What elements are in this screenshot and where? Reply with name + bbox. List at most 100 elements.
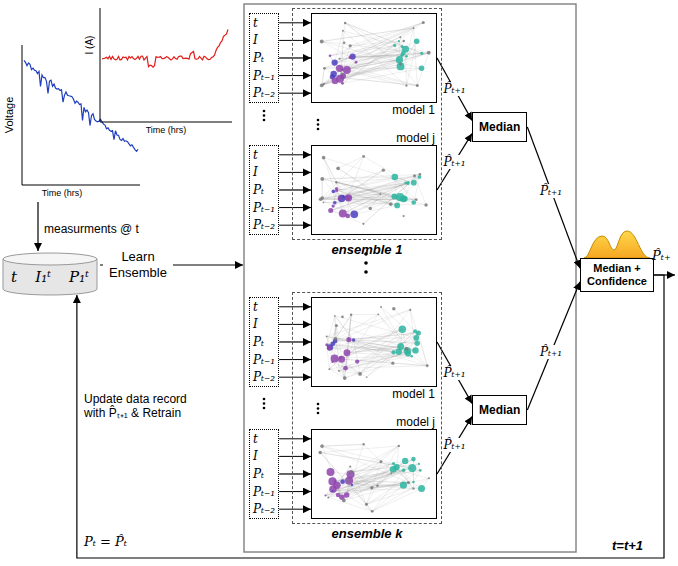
input-feature: I: [253, 165, 275, 179]
edge-label: P̂ₜ₊₁: [442, 155, 466, 169]
network-node: [397, 62, 405, 70]
network-node: [382, 169, 385, 172]
y-axis: [22, 45, 23, 185]
network-node: [350, 210, 358, 218]
network-link: [372, 488, 421, 511]
network-link: [364, 444, 381, 461]
dot: [317, 403, 320, 406]
network-node: [327, 468, 335, 476]
voltage-trace: [24, 60, 138, 151]
network-node: [328, 368, 330, 370]
network-node: [409, 309, 411, 311]
network-link: [347, 353, 412, 356]
learn-arrow: [100, 264, 243, 265]
network-node: [402, 468, 406, 472]
network-node: [342, 499, 346, 503]
network-node: [329, 54, 332, 57]
network-node: [404, 347, 411, 354]
network-node: [422, 21, 425, 24]
network-node: [346, 337, 351, 342]
network-link: [331, 182, 409, 210]
network-node: [343, 41, 345, 43]
network-node: [411, 180, 417, 186]
network-node: [413, 329, 417, 333]
network-node: [407, 481, 410, 484]
network-link: [345, 23, 400, 66]
network-link: [322, 53, 429, 86]
input-feature: Pₜ₋₁: [253, 353, 275, 367]
dot: [263, 119, 266, 122]
input-feature: t: [253, 16, 275, 30]
network-node: [400, 195, 407, 202]
network-node: [338, 370, 340, 372]
dot: [317, 128, 320, 131]
network-node: [416, 84, 419, 87]
network-graph: [312, 298, 436, 386]
input-features-box: tIPₜPₜ₋₁Pₜ₋₂: [249, 13, 279, 103]
network-node: [404, 181, 407, 184]
measurement-arrow: [37, 202, 38, 251]
confidence-distribution: [584, 231, 650, 258]
feature-arrow: [279, 377, 311, 378]
input-feature: Pₜ: [253, 183, 275, 197]
network-node: [340, 479, 345, 484]
network-link: [347, 444, 364, 495]
network-link: [324, 158, 343, 214]
network-node: [320, 177, 324, 181]
model-graph-frame: [311, 429, 437, 519]
input-features-box: tIPₜPₜ₋₁Pₜ₋₂: [249, 429, 279, 519]
network-node: [405, 84, 407, 86]
network-node: [418, 173, 421, 176]
connector: [77, 275, 664, 558]
annotation-label: measurments @ t: [44, 222, 139, 236]
network-link: [343, 174, 420, 196]
network-node: [323, 67, 326, 70]
network-node: [420, 52, 423, 55]
network-node: [332, 490, 334, 492]
annotation-label: I (A): [84, 36, 96, 55]
network-link: [337, 174, 420, 190]
network-node: [345, 477, 353, 485]
network-node: [377, 313, 379, 315]
network-link: [405, 49, 407, 85]
network-node: [335, 189, 338, 192]
network-node: [339, 58, 341, 60]
network-node: [415, 198, 418, 201]
network-node: [371, 510, 374, 513]
feature-arrow: [279, 22, 311, 23]
network-link: [324, 60, 399, 69]
network-link: [415, 176, 427, 205]
network-node: [403, 215, 405, 217]
record-field: t: [11, 268, 17, 286]
feature-arrow: [279, 75, 311, 76]
network-link: [320, 453, 372, 512]
network-link: [331, 210, 364, 223]
network-node: [379, 460, 382, 463]
network-link: [332, 362, 344, 378]
network-link: [402, 46, 429, 52]
edge-label: P̂ₜ₊₁: [442, 366, 466, 380]
network-node: [411, 457, 416, 462]
network-link: [338, 168, 397, 205]
dot: [263, 110, 266, 113]
network-link: [335, 45, 395, 62]
network-link: [327, 310, 411, 337]
network-node: [392, 462, 395, 465]
edge-label: P̂ₜ₊₁: [442, 82, 466, 96]
network-node: [332, 204, 335, 207]
network-node: [331, 354, 339, 362]
network-link: [347, 461, 405, 495]
feature-arrow: [279, 456, 311, 457]
network-node: [332, 77, 339, 84]
current-plot: [100, 8, 232, 122]
model-label: model 1: [311, 103, 437, 117]
input-feature: Pₜ₋₂: [253, 502, 275, 516]
network-node: [389, 202, 393, 206]
network-link: [351, 314, 378, 315]
connector: [527, 127, 580, 268]
network-graph: [312, 14, 436, 102]
median-label: Median: [479, 403, 520, 417]
input-feature: Pₜ₋₁: [253, 201, 275, 215]
annotation-label: Time (hrs): [146, 125, 187, 136]
dot: [263, 114, 266, 117]
